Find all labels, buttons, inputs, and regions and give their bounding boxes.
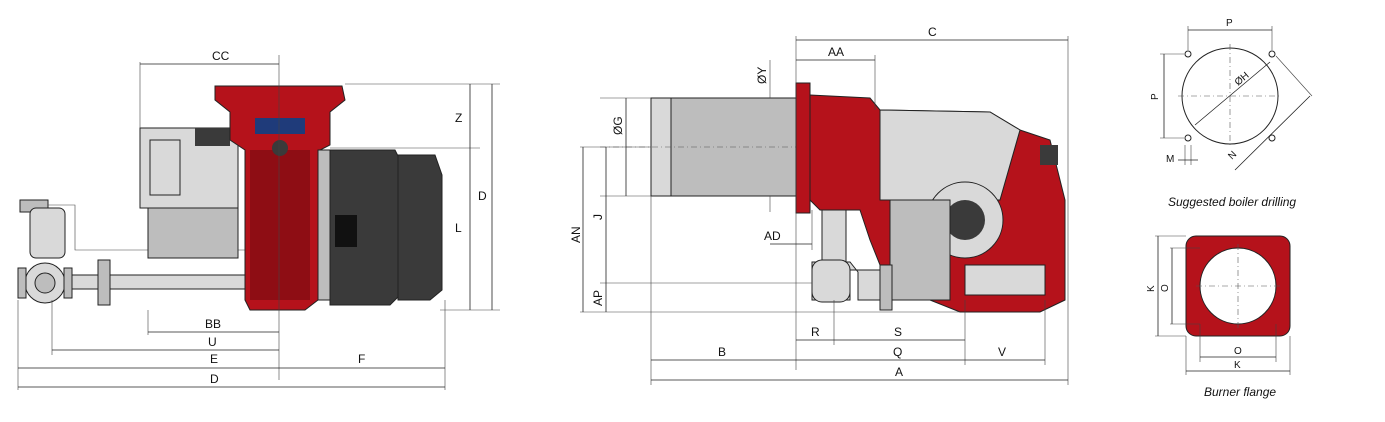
dim-a: A bbox=[895, 365, 903, 379]
motor bbox=[317, 149, 443, 306]
dim-bb: BB bbox=[205, 317, 221, 331]
dim-j: J bbox=[591, 214, 605, 220]
dim-aa: AA bbox=[828, 45, 844, 59]
dim-d-vertical: D bbox=[478, 189, 487, 203]
dim-c: C bbox=[928, 25, 937, 39]
burner-flange-caption: Burner flange bbox=[1204, 385, 1276, 399]
fan-housing bbox=[214, 85, 346, 311]
bolt-hole-marks bbox=[1184, 50, 1276, 142]
dim-ap: AP bbox=[591, 290, 605, 306]
dim-z: Z bbox=[455, 111, 462, 125]
dim-ad: AD bbox=[764, 229, 781, 243]
dim-oh: ØH bbox=[1233, 70, 1252, 88]
side-view: CC Z L D BB U E F D bbox=[17, 49, 500, 390]
dim-og: ØG bbox=[611, 116, 625, 135]
dim-cc: CC bbox=[212, 49, 230, 63]
dim-f: F bbox=[358, 352, 365, 366]
dim-n: N bbox=[1226, 149, 1239, 162]
combustion-head bbox=[600, 97, 900, 197]
dim-o-bottom: O bbox=[1234, 346, 1242, 357]
boiler-drilling-diagram: P P ØH N M Suggested boiler drilling bbox=[1150, 18, 1313, 209]
dim-b: B bbox=[718, 345, 726, 359]
dim-m: M bbox=[1166, 154, 1174, 165]
dim-u: U bbox=[208, 335, 217, 349]
dim-q: Q bbox=[893, 345, 902, 359]
burner-flange-diagram: K O O K Burner flange bbox=[1146, 235, 1291, 399]
dim-d-horizontal: D bbox=[210, 372, 219, 386]
dim-o-side: O bbox=[1160, 284, 1171, 292]
dim-oy: ØY bbox=[755, 67, 769, 84]
dim-s: S bbox=[894, 325, 902, 339]
dim-e: E bbox=[210, 352, 218, 366]
gas-train bbox=[17, 199, 253, 306]
dim-an: AN bbox=[569, 226, 583, 243]
front-view: C AA ØY ØG AN J AD AP R S B Q V A bbox=[569, 25, 1069, 385]
dim-r: R bbox=[811, 325, 820, 339]
burner-body bbox=[795, 82, 1066, 313]
boiler-drilling-caption: Suggested boiler drilling bbox=[1168, 195, 1296, 209]
dim-p-top: P bbox=[1226, 18, 1233, 29]
dim-p-side: P bbox=[1150, 93, 1161, 100]
dim-k-bottom: K bbox=[1234, 360, 1241, 371]
dim-l: L bbox=[455, 221, 462, 235]
control-box bbox=[139, 127, 239, 259]
gas-elbow bbox=[811, 209, 893, 311]
dim-k-side: K bbox=[1146, 285, 1157, 292]
dim-v: V bbox=[998, 345, 1006, 359]
